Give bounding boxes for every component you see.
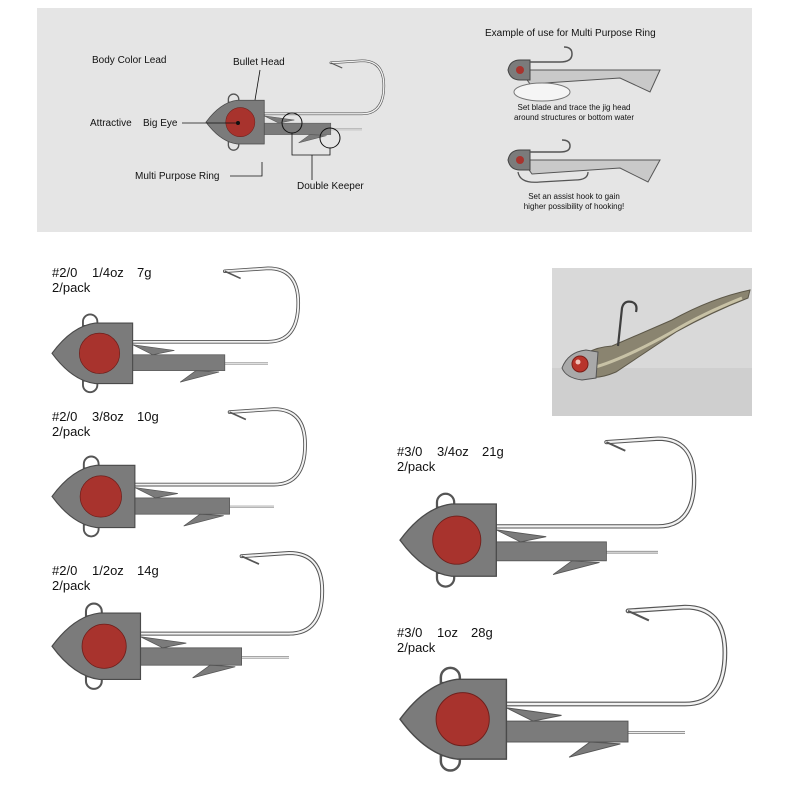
label-body-color-lead: Body Color Lead [92,55,167,66]
example-note-2: Set an assist hook to gain higher possib… [523,192,625,211]
label-double-keeper: Double Keeper [297,181,364,192]
label-attractive: Attractive [90,118,132,129]
example-note-1: Set blade and trace the jig head around … [513,103,635,122]
label-big-eye: Big Eye [143,118,178,129]
example-jig-blade [507,46,661,102]
callout-ring [230,162,263,177]
product-photo [552,268,752,416]
label-multi-purpose-ring: Multi Purpose Ring [135,171,220,182]
example-jig-assist-hook [507,139,661,183]
example-title: Example of use for Multi Purpose Ring [485,28,656,39]
label-bullet-head: Bullet Head [233,57,285,68]
diagram-jig [204,59,386,152]
feature-diagram-panel [37,8,752,232]
callout-bullet-head [254,69,261,101]
